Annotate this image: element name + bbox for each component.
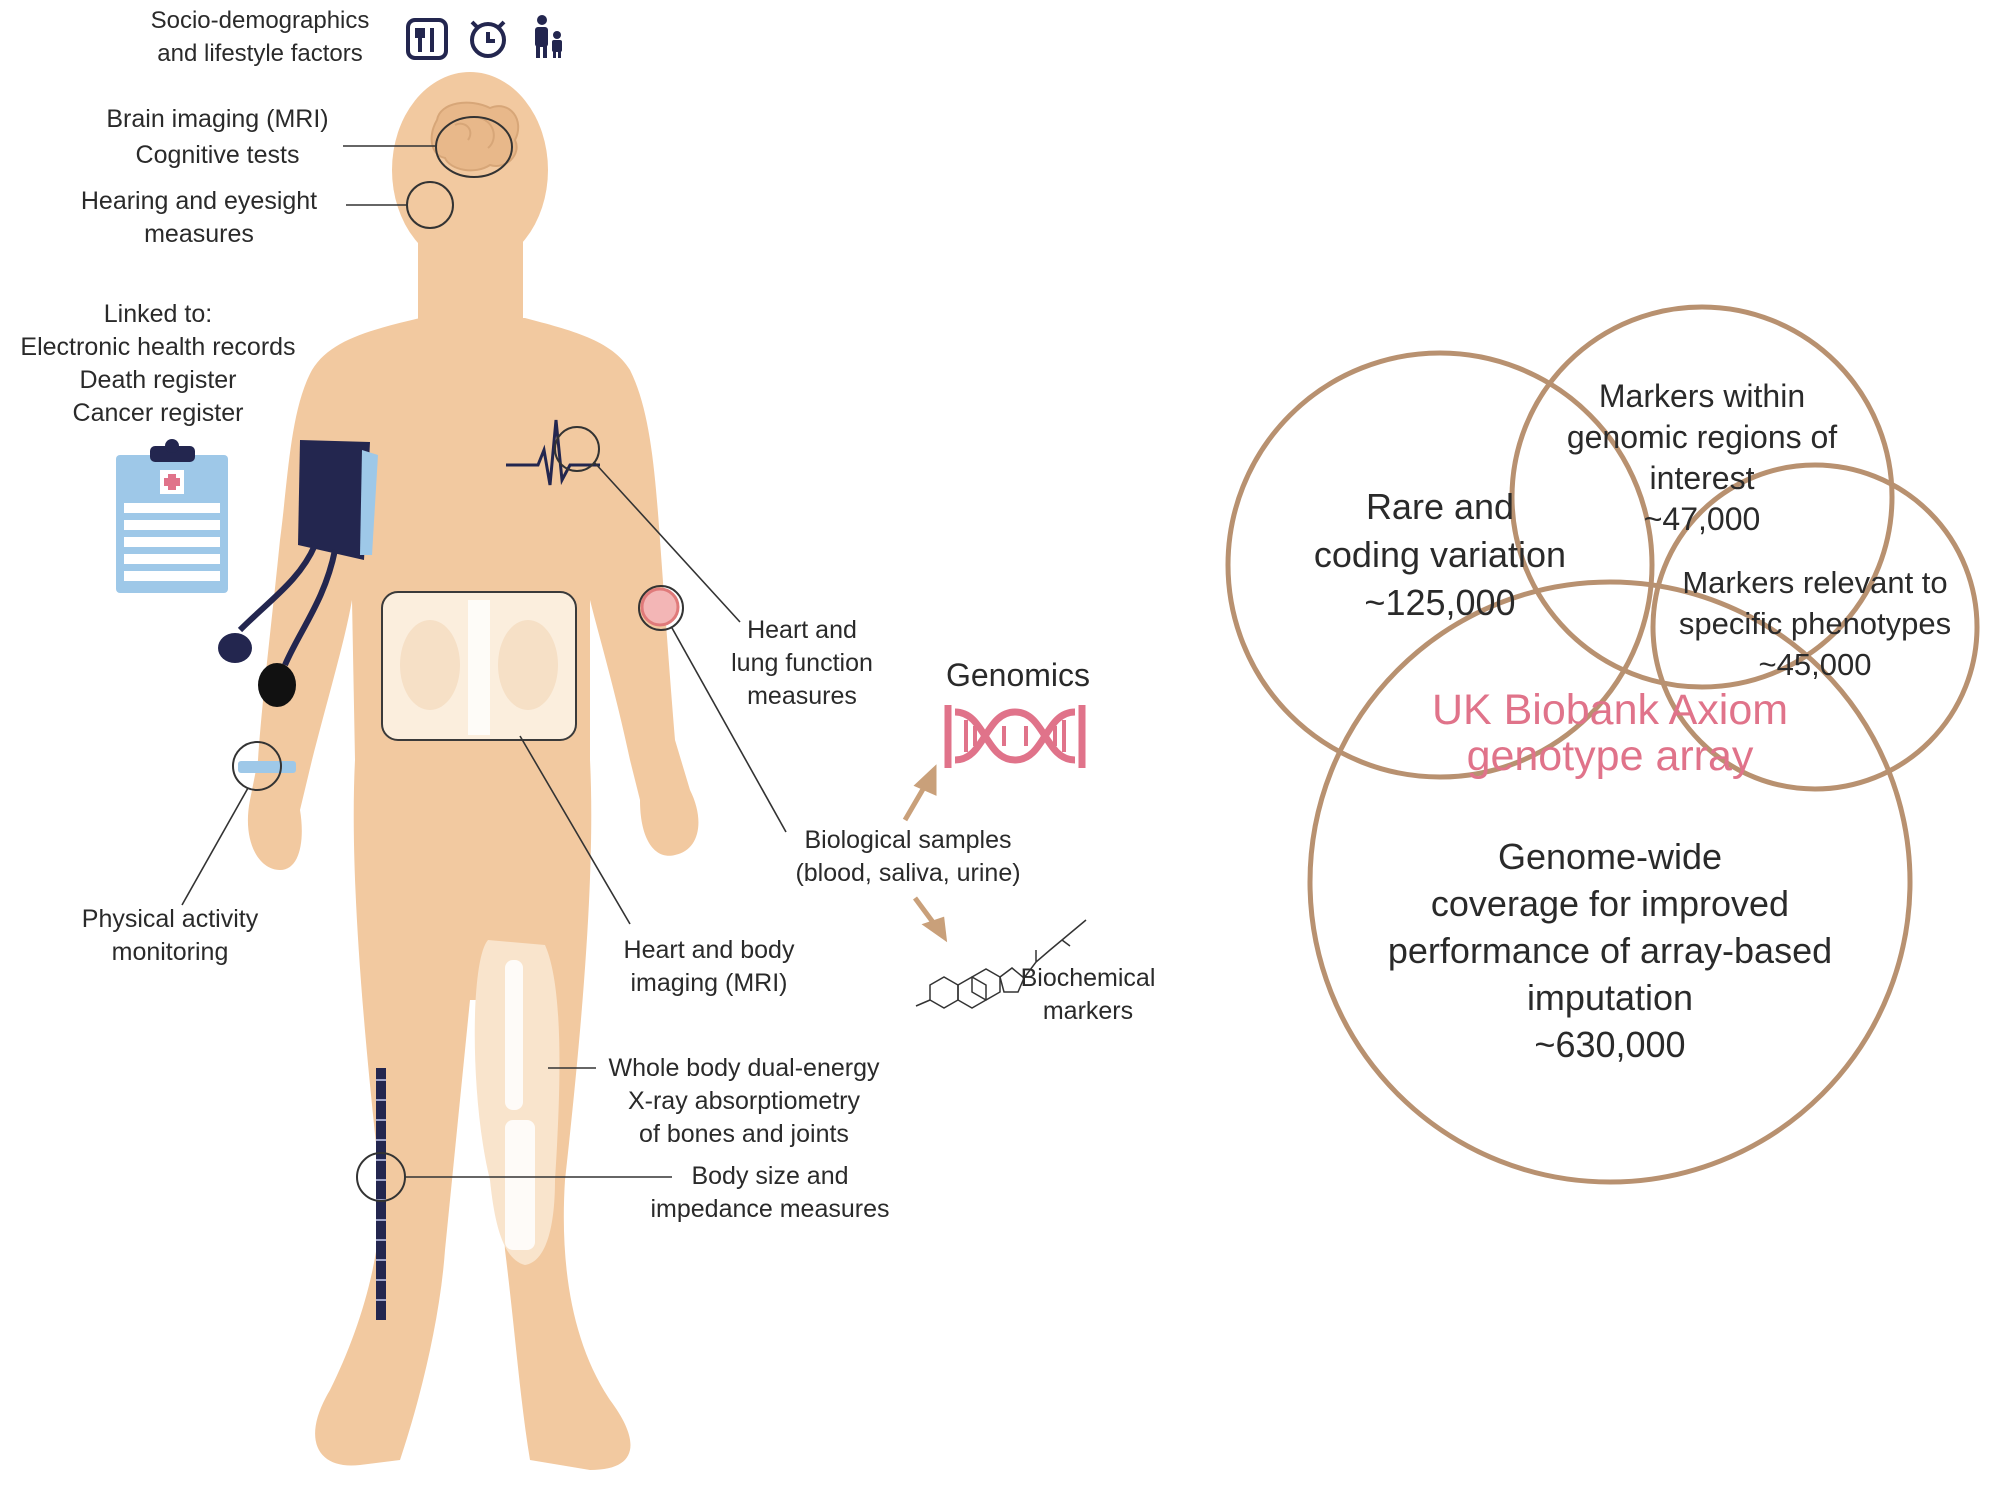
venn-label-genome-wide: Genome-wide coverage for improved perfor… [1387, 836, 1833, 1065]
wrist-band [238, 761, 296, 773]
callout-circles [232, 116, 684, 1202]
venn-label-genomic-regions: Markers within genomic regions of intere… [1566, 378, 1838, 537]
label-linked-to: Linked to: Electronic health records Dea… [20, 300, 296, 427]
circle-phenotypes [1650, 462, 1980, 792]
abdomen-mri-panel [381, 591, 577, 741]
label-biochemical-markers: Biochemical markers [1020, 964, 1156, 1025]
brain-callout [435, 116, 513, 178]
circle-rare-coding [1225, 350, 1655, 780]
label-heart-body-imaging: Heart and body imaging (MRI) [623, 936, 795, 997]
label-heart-lung: Heart and lung function measures [731, 616, 873, 710]
ecg-icon [506, 419, 600, 486]
circle-genome-wide [1307, 579, 1913, 1185]
clipboard-icon [116, 439, 228, 593]
tissue-sample [640, 587, 680, 627]
label-hearing-eyesight: Hearing and eyesight measures [80, 187, 318, 248]
label-dexa: Whole body dual-energy X-ray absorptiome… [608, 1054, 880, 1148]
heart-callout [554, 426, 600, 472]
circle-genomic-regions [1509, 304, 1895, 690]
steroid-molecule-icon [915, 919, 1087, 1009]
parent-child-icon [535, 15, 562, 58]
label-physical-activity: Physical activity monitoring [81, 905, 259, 966]
measuring-rod-icon [376, 1068, 386, 1320]
arm-callout [638, 585, 684, 631]
venn-label-rare-coding: Rare and coding variation ~125,000 [1313, 486, 1567, 623]
blood-pressure-cuff-icon [218, 440, 378, 707]
human-body [247, 72, 699, 1470]
wrist-callout [232, 741, 282, 791]
label-socio-demographics: Socio-demographics and lifestyle factors [150, 7, 370, 67]
label-body-size: Body size and impedance measures [650, 1162, 890, 1223]
dna-icon [944, 705, 1086, 768]
venn-diagram [1225, 304, 1980, 1185]
arrows [902, 764, 948, 943]
neck [418, 230, 523, 335]
label-biological-samples: Biological samples (blood, saliva, urine… [795, 826, 1021, 887]
leader-lines [181, 145, 787, 1178]
body-silhouette [247, 318, 699, 1470]
cutlery-icon [406, 18, 448, 60]
label-genomics: Genomics [945, 657, 1091, 693]
knee-xray [474, 940, 560, 1265]
brain [430, 101, 520, 172]
label-brain-imaging: Brain imaging (MRI) Cognitive tests [106, 105, 329, 169]
alarm-clock-icon [470, 20, 506, 58]
venn-label-center-array: UK Biobank Axiom genotype array [1431, 686, 1789, 780]
venn-label-phenotypes: Markers relevant to specific phenotypes … [1678, 565, 1952, 682]
